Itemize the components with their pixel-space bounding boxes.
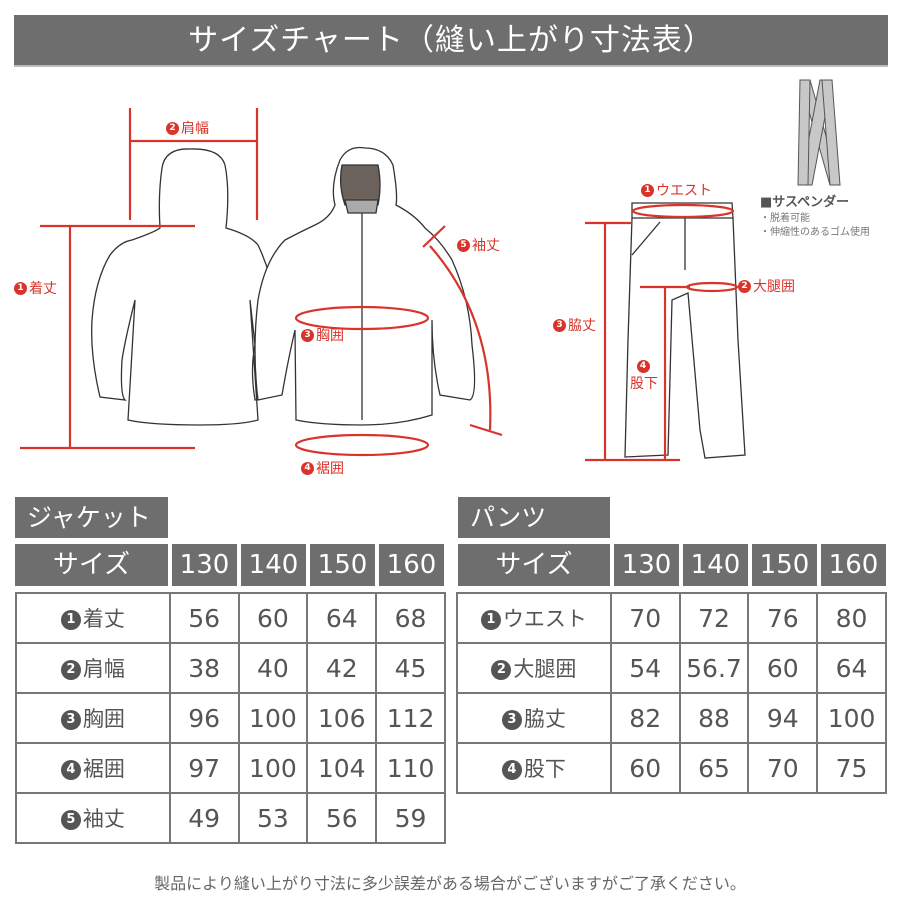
- cell: 70: [609, 592, 681, 644]
- cell: 45: [375, 642, 446, 694]
- suspender-note: ・伸縮性のあるゴム使用: [760, 227, 870, 238]
- cell: 82: [609, 692, 681, 744]
- cell: 104: [306, 742, 378, 794]
- cell: 56.7: [678, 642, 750, 694]
- cell: 96: [168, 692, 240, 744]
- suspender-title: ■サスペンダー: [760, 195, 850, 210]
- size-150: 150: [752, 544, 817, 586]
- cell: 76: [747, 592, 819, 644]
- cell: 64: [306, 592, 378, 644]
- cell: 60: [237, 592, 309, 644]
- cell: 70: [747, 742, 819, 794]
- cell: 100: [237, 692, 309, 744]
- cell: 53: [237, 792, 309, 844]
- size-140: 140: [241, 544, 306, 586]
- page-title: サイズチャート（縫い上がり寸法表）: [14, 15, 888, 67]
- cell: 64: [816, 642, 887, 694]
- size-150: 150: [310, 544, 375, 586]
- cell: 68: [375, 592, 446, 644]
- cell: 65: [678, 742, 750, 794]
- cell: 100: [816, 692, 887, 744]
- pants-size-header: サイズ 130 140 150 160: [458, 544, 886, 586]
- cell: 106: [306, 692, 378, 744]
- jacket-size-header: サイズ 130 140 150 160: [15, 544, 444, 586]
- cell: 40: [237, 642, 309, 694]
- cell: 49: [168, 792, 240, 844]
- cell: 60: [747, 642, 819, 694]
- cell: 112: [375, 692, 446, 744]
- cell: 56: [306, 792, 378, 844]
- size-160: 160: [379, 544, 444, 586]
- size-130: 130: [172, 544, 237, 586]
- cell: 75: [816, 742, 887, 794]
- cell: 54: [609, 642, 681, 694]
- cell: 97: [168, 742, 240, 794]
- suspender-note: ・脱着可能: [760, 213, 810, 224]
- size-header-label: サイズ: [458, 544, 610, 586]
- cell: 72: [678, 592, 750, 644]
- footnote: 製品により縫い上がり寸法に多少誤差がある場合がございますがご了承ください。: [154, 874, 746, 893]
- cell: 100: [237, 742, 309, 794]
- size-160: 160: [821, 544, 886, 586]
- size-130: 130: [614, 544, 679, 586]
- pants-section-label: パンツ: [458, 497, 610, 538]
- size-140: 140: [683, 544, 748, 586]
- cell: 110: [375, 742, 446, 794]
- cell: 60: [609, 742, 681, 794]
- cell: 38: [168, 642, 240, 694]
- jacket-section-label: ジャケット: [15, 497, 168, 538]
- cell: 59: [375, 792, 446, 844]
- garment-drawing-icon: [20, 79, 841, 462]
- cell: 94: [747, 692, 819, 744]
- size-header-label: サイズ: [15, 544, 168, 586]
- cell: 56: [168, 592, 240, 644]
- cell: 80: [816, 592, 887, 644]
- cell: 88: [678, 692, 750, 744]
- cell: 42: [306, 642, 378, 694]
